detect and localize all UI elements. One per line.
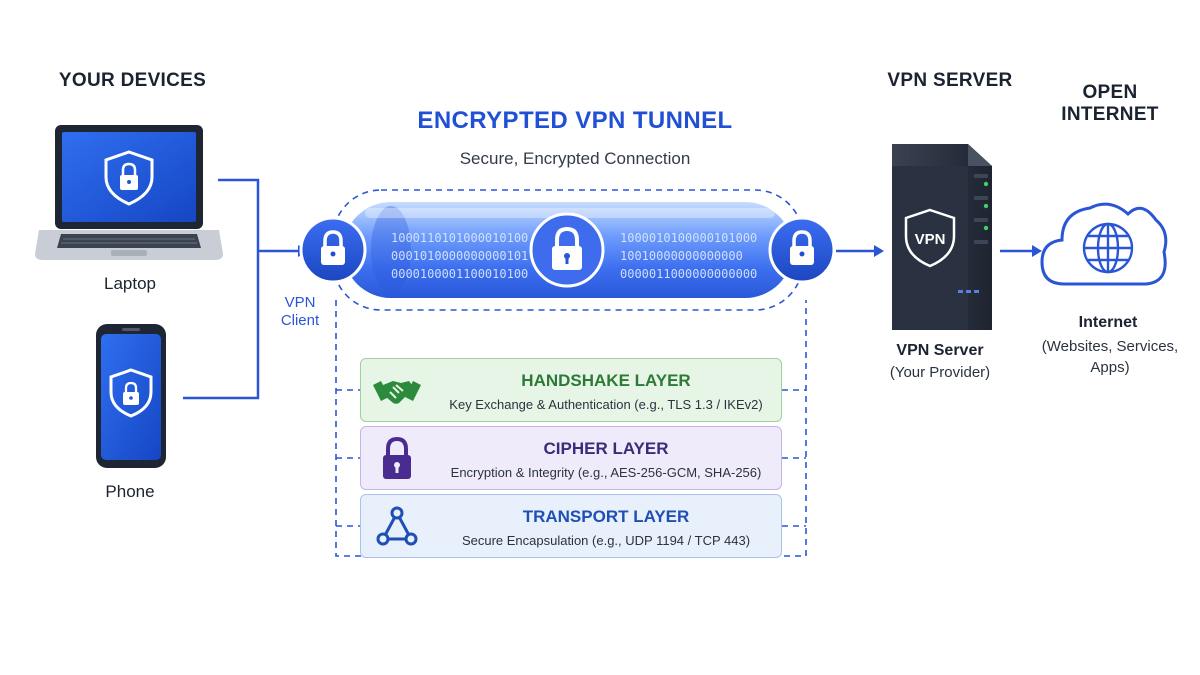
- bits-right-0: 1000010100000101000: [620, 231, 757, 245]
- devices-header: YOUR DEVICES: [58, 70, 207, 91]
- bits-left-1: 0001010000000000101: [391, 249, 528, 263]
- internet-title: Internet: [1078, 314, 1138, 331]
- vpn-server-subtitle: (Your Provider): [889, 364, 991, 381]
- open-internet-header: OPEN INTERNET: [1040, 82, 1180, 126]
- tunnel-title: ENCRYPTED VPN TUNNEL: [417, 107, 733, 134]
- tunnel-center-lock-icon: [529, 212, 605, 288]
- handshake-layer: HANDSHAKE LAYER Key Exchange & Authentic…: [360, 358, 782, 422]
- internet-subtitle: (Websites, Services, Apps): [1030, 336, 1190, 378]
- cipher-layer: CIPHER LAYER Encryption & Integrity (e.g…: [360, 426, 782, 490]
- vpn-server-title: VPN Server: [896, 342, 984, 359]
- phone-label: Phone: [105, 482, 155, 501]
- open-internet-header-line1: OPEN: [1082, 82, 1138, 103]
- cloud-globe-icon: [1040, 202, 1168, 286]
- tunnel-dashed-outline: [332, 189, 804, 311]
- arrowhead-server: [874, 245, 884, 257]
- vpn-client-label: VPN Client: [270, 294, 330, 330]
- laptop-icon: [35, 125, 223, 260]
- binary-data-left: 1000110101000010100 0001010000000000101 …: [391, 231, 528, 281]
- server-rack-icon: VPN: [892, 144, 992, 330]
- encrypted-tunnel: 1000110101000010100 0001010000000000101 …: [299, 189, 836, 311]
- vpn-server-header: VPN SERVER: [887, 70, 1013, 91]
- bits-left-2: 0000100001100010100: [391, 267, 528, 281]
- device-bracket-line: [183, 178, 260, 400]
- transport-layer-title: TRANSPORT LAYER: [522, 507, 690, 526]
- server-side-lock-icon: [768, 216, 836, 284]
- open-internet-header-line2: INTERNET: [1061, 104, 1159, 125]
- tunnel-subtitle: Secure, Encrypted Connection: [459, 149, 691, 168]
- vpn-client-label-line1: VPN: [284, 294, 316, 311]
- bits-right-2: 0000011000000000000: [620, 267, 757, 281]
- handshake-icon: [373, 381, 421, 404]
- vpn-client-label-line2: Client: [280, 312, 320, 329]
- server-badge-text: VPN: [915, 231, 946, 248]
- network-nodes-icon: [376, 506, 418, 546]
- cipher-layer-desc: Encryption & Integrity (e.g., AES-256-GC…: [450, 465, 762, 480]
- bits-right-1: 10010000000000000: [620, 249, 743, 263]
- padlock-icon: [383, 436, 411, 479]
- transport-layer-desc: Secure Encapsulation (e.g., UDP 1194 / T…: [461, 533, 751, 548]
- internet-subtitle-line2: Apps): [1090, 359, 1130, 376]
- binary-data-right: 1000010100000101000 10010000000000000 00…: [620, 231, 757, 281]
- arrowhead-internet: [1032, 245, 1042, 257]
- bits-left-0: 1000110101000010100: [391, 231, 528, 245]
- cipher-layer-title: CIPHER LAYER: [543, 439, 669, 458]
- internet-subtitle-line1: (Websites, Services,: [1041, 338, 1179, 355]
- laptop-label: Laptop: [104, 274, 156, 293]
- phone-icon: [96, 324, 166, 468]
- handshake-layer-desc: Key Exchange & Authentication (e.g., TLS…: [449, 397, 763, 412]
- handshake-layer-title: HANDSHAKE LAYER: [521, 371, 691, 390]
- transport-layer: TRANSPORT LAYER Secure Encapsulation (e.…: [360, 494, 782, 558]
- client-lock-icon: [299, 216, 367, 284]
